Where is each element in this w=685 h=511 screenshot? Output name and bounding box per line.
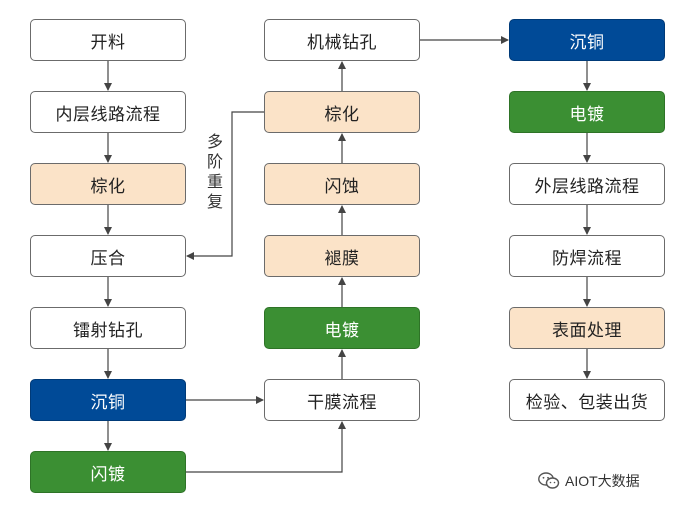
step-electroplating-right: 电镀	[509, 91, 665, 133]
loop-label-char: 复	[206, 192, 223, 211]
step-lamination: 压合	[30, 235, 186, 277]
step-electroplating-middle: 电镀	[264, 307, 420, 349]
step-inspection-packing: 检验、包装出货	[509, 379, 665, 421]
step-surface-finish: 表面处理	[509, 307, 665, 349]
loop-label-char: 阶	[206, 152, 223, 171]
step-brown-oxide-left: 棕化	[30, 163, 186, 205]
step-electroless-copper-left: 沉铜	[30, 379, 186, 421]
loop-label-char: 重	[206, 172, 223, 191]
watermark: AIOT大数据	[538, 471, 640, 491]
step-film-stripping: 褪膜	[264, 235, 420, 277]
step-flash-etching: 闪蚀	[264, 163, 420, 205]
arrow-loop-back-to-lamination	[186, 111, 264, 260]
loop-label-char: 多	[206, 132, 223, 151]
watermark-text: AIOT大数据	[565, 473, 640, 489]
step-cutting: 开料	[30, 19, 186, 61]
step-inner-layer-circuit: 内层线路流程	[30, 91, 186, 133]
step-mechanical-drilling: 机械钻孔	[264, 19, 420, 61]
step-solder-mask: 防焊流程	[509, 235, 665, 277]
step-electroless-copper-right: 沉铜	[509, 19, 665, 61]
step-outer-layer-circuit: 外层线路流程	[509, 163, 665, 205]
step-laser-drilling: 镭射钻孔	[30, 307, 186, 349]
step-dry-film: 干膜流程	[264, 379, 420, 421]
wechat-icon	[538, 472, 560, 489]
step-brown-oxide-middle: 棕化	[264, 91, 420, 133]
step-flash-plating: 闪镀	[30, 451, 186, 493]
arrow-flash-plating-to-dry-film	[186, 421, 346, 473]
loop-label: 多 阶 重 复	[205, 132, 225, 212]
